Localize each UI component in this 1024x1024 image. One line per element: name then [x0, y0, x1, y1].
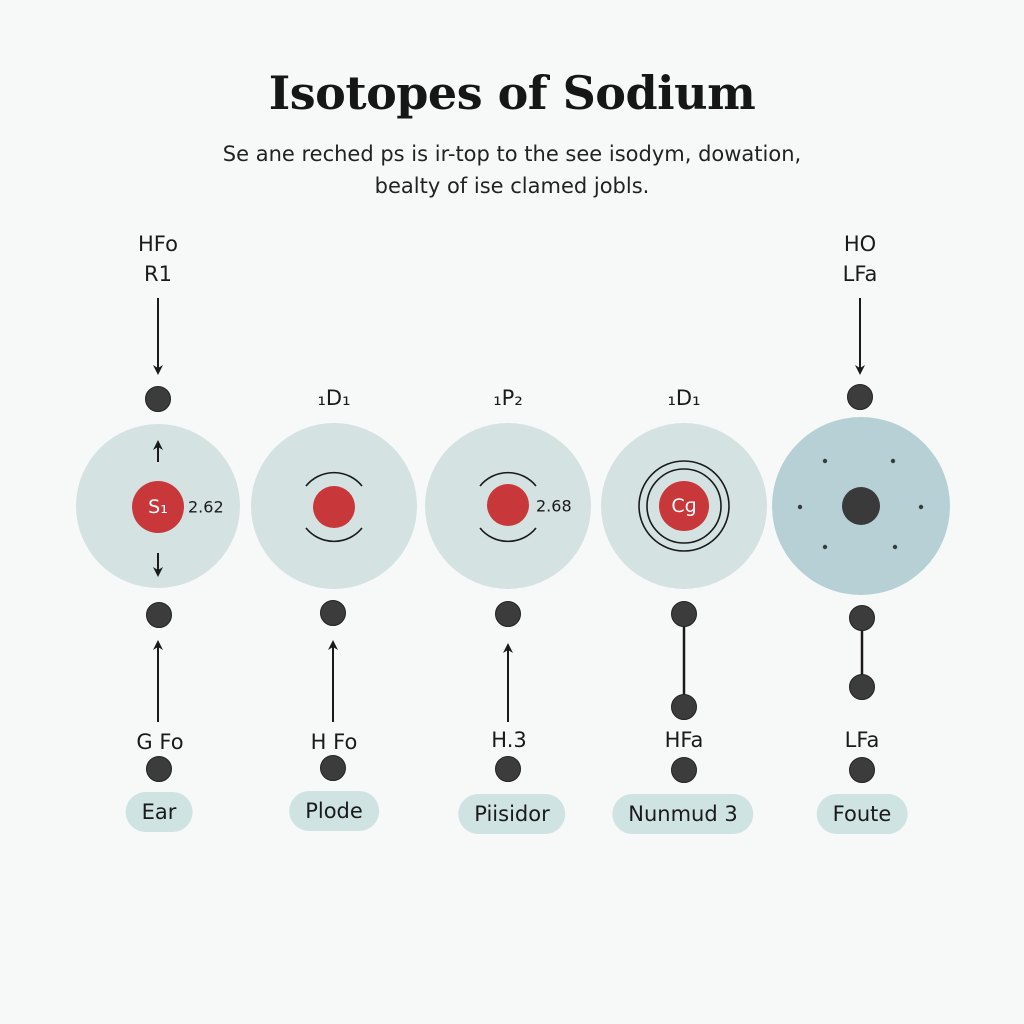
side-value: 2.68	[536, 496, 572, 516]
particle-dot	[495, 756, 521, 782]
particle-dot	[146, 602, 172, 628]
isotope-column-4	[601, 423, 767, 696]
particle-dot	[671, 601, 697, 627]
particle-dot	[671, 694, 697, 720]
nucleus	[487, 484, 529, 526]
nucleus-label: Cɡ	[671, 495, 697, 517]
top-label: ₁P₂	[493, 386, 523, 410]
nucleus	[659, 481, 709, 531]
bottom-label: G Fo	[136, 730, 184, 754]
bottom-label: HFa	[664, 728, 704, 752]
isotope-name-pill: Plode	[289, 791, 379, 831]
isotope-column-3	[425, 423, 591, 722]
particle-dot	[849, 757, 875, 783]
particle-dot	[320, 755, 346, 781]
top-label: HFo	[138, 232, 178, 256]
nucleus	[132, 481, 184, 533]
particle-dot	[320, 600, 346, 626]
isotope-column-1	[76, 298, 240, 722]
top-label: HO	[843, 232, 877, 256]
bottom-label: H Fo	[310, 730, 358, 754]
particle-dot	[671, 757, 697, 783]
orbit-ring	[638, 460, 730, 552]
isotope-name-pill: Piisidor	[458, 794, 566, 834]
particle-dot	[145, 386, 171, 412]
particle-dot	[495, 601, 521, 627]
orbit-arc	[305, 471, 363, 487]
nucleus	[842, 487, 880, 525]
particle-dot	[847, 384, 873, 410]
particle-dot	[146, 756, 172, 782]
top-label: ₁D₁	[667, 386, 701, 410]
nucleus-label: S₁	[148, 496, 168, 518]
diagram-title: Isotopes of Sodium	[268, 66, 756, 120]
isotope-name-pill: Ear	[125, 792, 193, 832]
subtitle-line-2: bealty of ise clamed jobls.	[374, 174, 650, 198]
bottom-label: H.3	[491, 728, 527, 752]
top-label: ₁D₁	[317, 386, 351, 410]
bottom-label: LFa	[844, 728, 880, 752]
particle-dot	[849, 605, 875, 631]
orbit-arc	[305, 527, 363, 543]
isotope-name-pill: Nunmud 3	[612, 794, 754, 834]
orbit-arc	[479, 471, 537, 487]
particle-dot	[849, 674, 875, 700]
side-value: 2.62	[188, 497, 224, 517]
orbit-ring	[646, 468, 722, 544]
top-label: R1	[144, 262, 172, 286]
subtitle-line-1: Se ane reched ps is ir-top to the see is…	[222, 142, 802, 166]
orbit-arc	[479, 527, 537, 543]
isotope-column-2	[251, 423, 417, 722]
isotope-name-pill: Foute	[816, 794, 908, 834]
diagram-subtitle: Se ane reched ps is ir-top to the see is…	[212, 138, 812, 202]
electron-marks	[797, 458, 924, 550]
top-label: LFa	[842, 262, 878, 286]
nucleus	[313, 486, 355, 528]
